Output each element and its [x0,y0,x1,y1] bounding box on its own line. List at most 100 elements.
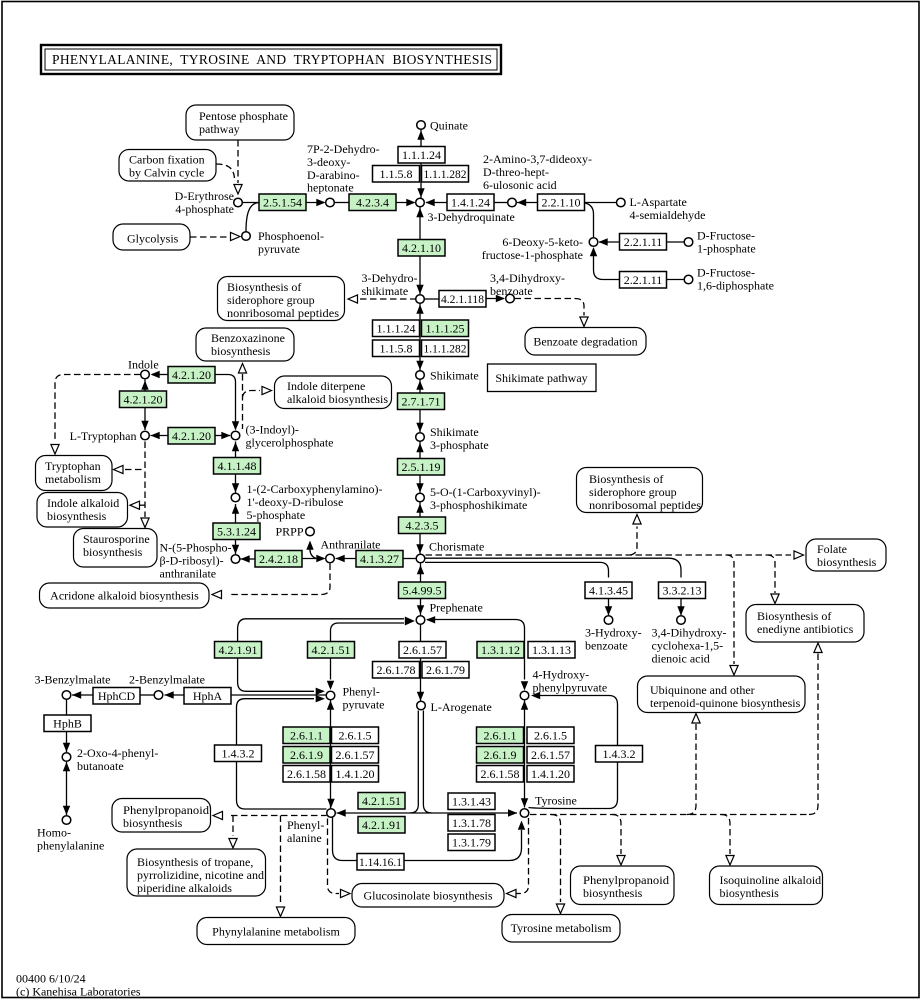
svg-text:2-Amino-3,7-dideoxy-: 2-Amino-3,7-dideoxy- [483,152,592,166]
svg-text:4.2.1.10: 4.2.1.10 [402,241,441,255]
svg-text:Prephenate: Prephenate [430,601,483,615]
svg-text:2.2.1.11: 2.2.1.11 [624,273,663,287]
svg-text:Biosynthesis of: Biosynthesis of [757,609,831,623]
svg-text:3,4-Dihydroxy-: 3,4-Dihydroxy- [652,626,727,640]
svg-text:by Calvin cycle: by Calvin cycle [129,166,204,180]
svg-text:2.6.1.9: 2.6.1.9 [484,748,517,762]
svg-text:Glucosinolate biosynthesis: Glucosinolate biosynthesis [364,889,493,903]
svg-text:D-threo-hept-: D-threo-hept- [483,165,549,179]
svg-text:Staurosporine: Staurosporine [83,532,150,546]
svg-text:4.1.3.45: 4.1.3.45 [589,584,628,598]
svg-text:(c) Kanehisa Laboratories: (c) Kanehisa Laboratories [16,985,141,999]
svg-text:shikimate: shikimate [362,284,409,298]
svg-text:2.4.2.18: 2.4.2.18 [259,552,298,566]
svg-text:4-Hydroxy-: 4-Hydroxy- [533,668,590,682]
svg-text:Quinate: Quinate [430,119,468,133]
svg-text:3-Benzylmalate: 3-Benzylmalate [35,673,111,687]
svg-text:N-(5-Phospho-: N-(5-Phospho- [160,541,232,555]
svg-text:6-Deoxy-5-keto-: 6-Deoxy-5-keto- [502,235,583,249]
svg-text:5-O-(1-Carboxyvinyl)-: 5-O-(1-Carboxyvinyl)- [430,485,541,499]
svg-text:2.6.1.1: 2.6.1.1 [484,729,517,743]
svg-text:1.1.5.8: 1.1.5.8 [380,342,413,356]
svg-text:Folate: Folate [817,542,847,556]
svg-text:2.6.1.58: 2.6.1.58 [287,767,326,781]
svg-text:D-Erythrose: D-Erythrose [175,189,234,203]
svg-text:L-Tryptophan: L-Tryptophan [70,429,137,443]
svg-text:1.3.1.79: 1.3.1.79 [452,836,491,850]
svg-text:2.6.1.57: 2.6.1.57 [403,643,442,657]
svg-text:Glycolysis: Glycolysis [127,232,179,246]
svg-text:phenylpyruvate: phenylpyruvate [533,681,608,695]
svg-text:biosynthesis: biosynthesis [817,555,877,569]
svg-text:1.4.3.2: 1.4.3.2 [603,747,636,761]
svg-text:4.2.3.5: 4.2.3.5 [406,519,439,533]
svg-text:2.6.1.5: 2.6.1.5 [339,729,372,743]
svg-text:Phosphoenol-: Phosphoenol- [258,229,324,243]
svg-text:Tyrosine metabolism: Tyrosine metabolism [511,921,612,935]
svg-text:fructose-1-phosphate: fructose-1-phosphate [482,248,583,262]
svg-text:4.2.1.20: 4.2.1.20 [124,393,163,407]
svg-text:biosynthesis: biosynthesis [583,886,643,900]
svg-text:biosynthesis: biosynthesis [47,509,107,523]
svg-text:3-phosphate: 3-phosphate [430,438,489,452]
svg-text:alanine: alanine [287,831,322,845]
svg-text:enediyne antibiotics: enediyne antibiotics [757,622,854,636]
svg-text:Shikimate pathway: Shikimate pathway [495,371,587,385]
svg-text:1.3.1.13: 1.3.1.13 [532,643,571,657]
svg-text:Biosynthesis of: Biosynthesis of [227,280,301,294]
svg-text:nonribosomal peptides: nonribosomal peptides [227,306,339,320]
svg-text:5.4.99.5: 5.4.99.5 [403,584,442,598]
svg-text:piperidine alkaloids: piperidine alkaloids [137,881,232,895]
svg-text:Phenylpropanoid: Phenylpropanoid [583,873,669,887]
svg-text:1.3.1.12: 1.3.1.12 [481,643,520,657]
svg-text:PRPP: PRPP [276,525,304,539]
svg-text:3-phosphoshikimate: 3-phosphoshikimate [430,498,527,512]
svg-text:pathway: pathway [199,122,240,136]
svg-text:2.6.1.57: 2.6.1.57 [336,748,375,762]
svg-text:Indole: Indole [128,358,159,372]
svg-text:biosynthesis: biosynthesis [123,816,183,830]
svg-text:Phynylalanine metabolism: Phynylalanine metabolism [212,925,340,939]
svg-text:4.2.1.118: 4.2.1.118 [441,292,484,306]
svg-text:Indole diterpene: Indole diterpene [287,379,365,393]
svg-text:alkaloid biosynthesis: alkaloid biosynthesis [287,392,388,406]
svg-text:1'-deoxy-D-ribulose: 1'-deoxy-D-ribulose [247,495,344,509]
svg-text:PHENYLALANINE, TYROSINE AND: PHENYLALANINE, TYROSINE AND TRYPTOPHAN B… [52,52,492,67]
svg-text:terpenoid-quinone biosynthesis: terpenoid-quinone biosynthesis [650,696,801,710]
svg-text:Benzoate degradation: Benzoate degradation [533,335,637,349]
svg-text:biosynthesis: biosynthesis [83,545,143,559]
svg-text:4.2.1.20: 4.2.1.20 [172,368,211,382]
svg-text:Indole alkaloid: Indole alkaloid [47,496,119,510]
svg-text:Tyrosine: Tyrosine [535,794,577,808]
svg-text:1-phosphate: 1-phosphate [697,242,756,256]
svg-text:biosynthesis: biosynthesis [720,886,780,900]
svg-text:3.3.2.13: 3.3.2.13 [663,584,702,598]
svg-text:4-phosphate: 4-phosphate [175,202,234,216]
svg-text:3,4-Dihydroxy-: 3,4-Dihydroxy- [490,271,565,285]
svg-text:D-arabino-: D-arabino- [307,168,360,182]
svg-text:HphB: HphB [53,717,82,731]
svg-text:D-Fructose-: D-Fructose- [697,266,755,280]
svg-text:siderophore group: siderophore group [227,293,315,307]
svg-text:4.2.1.91: 4.2.1.91 [362,818,401,832]
svg-text:4.1.3.27: 4.1.3.27 [360,552,399,566]
svg-text:Chorismate: Chorismate [429,540,484,554]
svg-text:1.1.1.25: 1.1.1.25 [426,322,465,336]
svg-text:3-Dehydroquinate: 3-Dehydroquinate [428,210,515,224]
svg-text:3-Hydroxy-: 3-Hydroxy- [585,626,642,640]
svg-text:D-Fructose-: D-Fructose- [697,229,755,243]
svg-text:1.4.1.20: 1.4.1.20 [531,767,570,781]
svg-text:1.1.1.24: 1.1.1.24 [377,322,416,336]
svg-text:1-(2-Carboxyphenylamino)-: 1-(2-Carboxyphenylamino)- [247,482,383,496]
svg-text:heptonate: heptonate [307,181,354,195]
svg-text:1.1.5.8: 1.1.5.8 [380,167,413,181]
svg-text:HphCD: HphCD [98,689,136,703]
svg-text:butanoate: butanoate [77,759,124,773]
svg-text:1.1.1.24: 1.1.1.24 [402,148,441,162]
svg-text:2.2.1.10: 2.2.1.10 [542,196,581,210]
svg-text:6-ulosonic acid: 6-ulosonic acid [483,178,557,192]
svg-text:1.14.16.1: 1.14.16.1 [359,855,402,869]
svg-text:2.2.1.11: 2.2.1.11 [624,235,663,249]
svg-text:nonribosomal peptides: nonribosomal peptides [589,498,701,512]
svg-text:5.3.1.24: 5.3.1.24 [217,525,256,539]
